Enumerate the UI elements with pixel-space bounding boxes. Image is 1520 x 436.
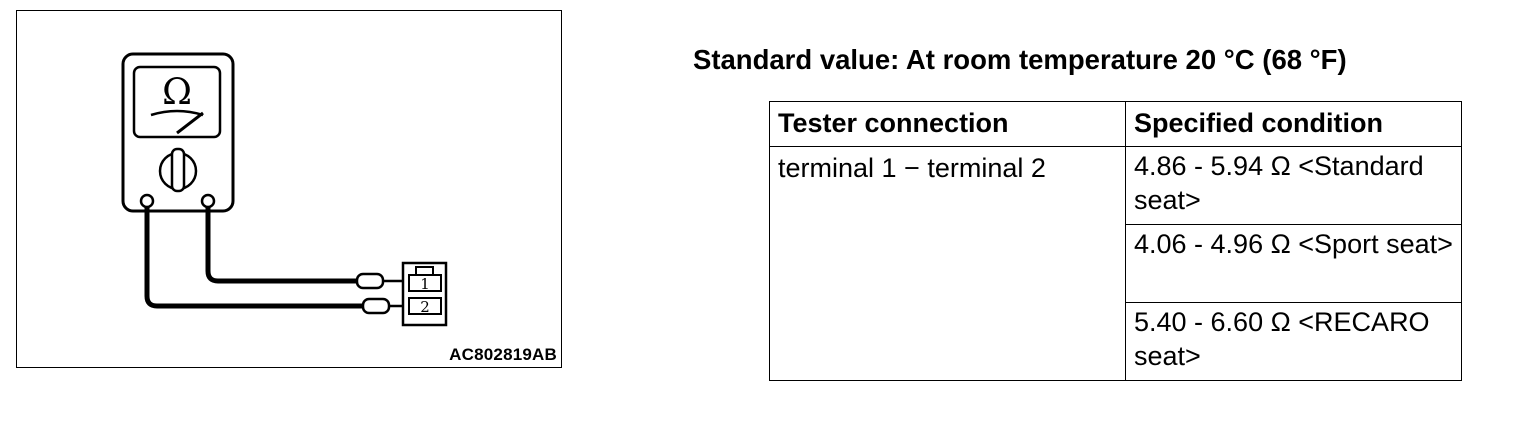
- column-header-tester-connection: Tester connection: [769, 101, 1126, 147]
- specification-table: Tester connection Specified condition te…: [769, 101, 1462, 381]
- meter-scale-arc: [150, 109, 204, 117]
- test-lead-1: [205, 207, 357, 284]
- pin-label-2: 2: [420, 298, 430, 316]
- tester-connection-cell: terminal 1 − terminal 2: [769, 146, 1126, 381]
- meter-terminal-right: [200, 193, 216, 209]
- column-header-specified-condition: Specified condition: [1125, 101, 1462, 147]
- figure-code: AC802819AB: [449, 345, 557, 364]
- condition-sport-seat: 4.06 - 4.96 Ω <Sport seat>: [1125, 224, 1462, 303]
- knob-pointer: [170, 147, 186, 193]
- meter-terminal-left: [139, 193, 155, 209]
- meter-needle: [176, 111, 204, 135]
- table-row: terminal 1 − terminal 2 4.86 - 5.94 Ω <S…: [769, 146, 1462, 381]
- connector-latch: [415, 266, 434, 276]
- ohm-symbol: Ω: [162, 72, 192, 113]
- table-header-row: Tester connection Specified condition: [769, 101, 1462, 147]
- table-row: 5.40 - 6.60 Ω <RECARO seat>: [770, 302, 1462, 381]
- standard-value-heading: Standard value: At room temperature 20 °…: [693, 44, 1347, 75]
- ohmmeter-diagram: Ω 1 2 AC802819AB: [16, 10, 562, 368]
- table-row: 4.06 - 4.96 Ω <Sport seat>: [770, 224, 1462, 303]
- probe-1: [355, 272, 385, 290]
- condition-standard-seat: 4.86 - 5.94 Ω <Standard seat>: [1125, 146, 1462, 225]
- pin-label-1: 1: [420, 275, 430, 293]
- condition-recaro-seat: 5.40 - 6.60 Ω <RECARO seat>: [1125, 302, 1462, 381]
- connector-pin-2: [408, 297, 442, 315]
- ohmmeter-illustration: Ω 1 2: [121, 52, 448, 327]
- meter-display: [132, 65, 222, 139]
- probe-2: [361, 297, 391, 315]
- test-lead-2: [144, 207, 363, 309]
- connector-pin-1: [408, 274, 442, 292]
